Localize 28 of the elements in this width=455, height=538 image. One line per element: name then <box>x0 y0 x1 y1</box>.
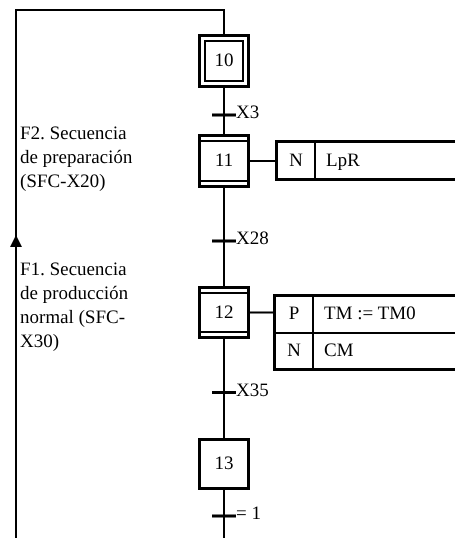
action-link <box>250 312 273 314</box>
step-number: 13 <box>214 453 234 475</box>
transition-condition: X35 <box>236 380 269 402</box>
action-name: TM := TM0 <box>323 302 417 326</box>
transition-condition: X28 <box>236 228 269 250</box>
step-number: 12 <box>214 302 234 324</box>
sequence-note: F2. Secuencia de preparación (SFC-X20) <box>20 122 134 194</box>
action-qualifier: N <box>276 332 314 368</box>
initial-step <box>198 34 250 88</box>
step-box <box>198 438 250 490</box>
step-number: 11 <box>214 150 234 172</box>
sequence-line <box>223 188 225 286</box>
action-link <box>250 160 275 162</box>
action-block <box>275 140 455 181</box>
sequence-line <box>223 88 225 134</box>
action-name: LpR <box>325 148 361 172</box>
action-qualifier: P <box>276 297 314 332</box>
transition-condition: X3 <box>236 102 260 124</box>
action-qualifier: N <box>278 143 316 178</box>
sequence-note: F1. Secuencia de producción normal (SFC-X30) <box>20 258 130 354</box>
step-number: 10 <box>204 40 244 82</box>
sequence-line <box>223 339 225 438</box>
action-name: CM <box>314 332 455 368</box>
enclosing-step <box>198 134 250 188</box>
action-block <box>273 294 455 371</box>
enclosing-step <box>198 286 250 339</box>
loop-arrow <box>10 9 225 538</box>
transition-condition: = 1 <box>236 503 261 525</box>
